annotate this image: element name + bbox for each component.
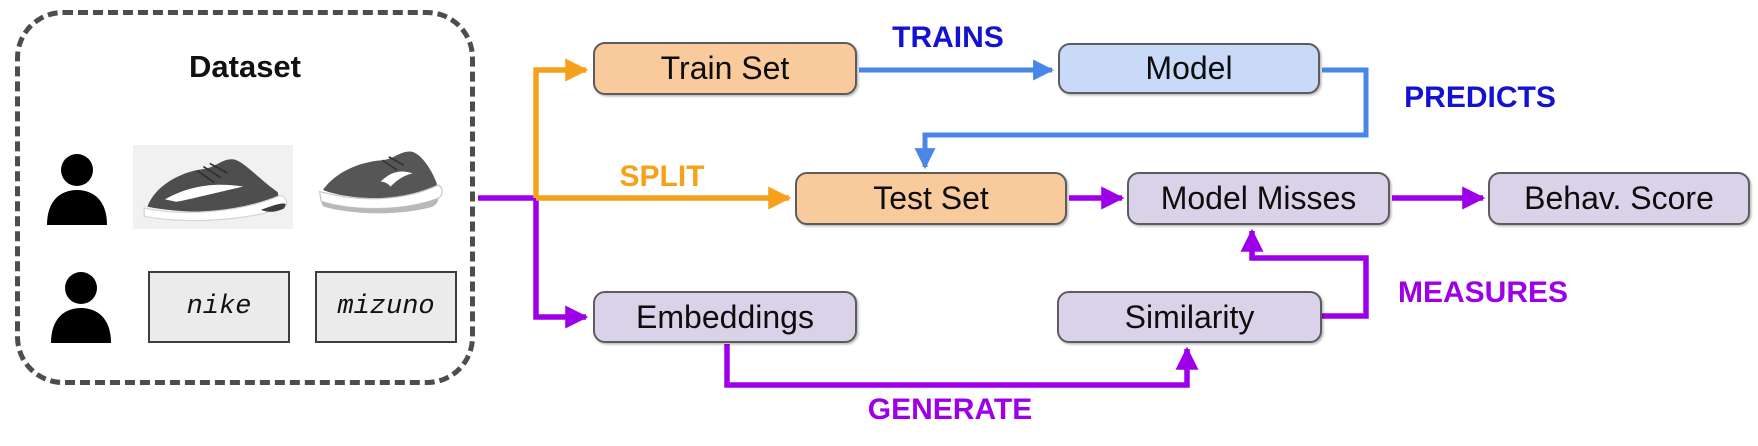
node-embeddings: Embeddings: [593, 291, 857, 343]
node-similarity-label: Similarity: [1124, 298, 1255, 335]
edge-label-trains: TRAINS: [892, 21, 1004, 54]
edge-dataset-embeddings: [478, 195, 589, 329]
node-model: Model: [1058, 43, 1320, 94]
mizuno-label: mizuno: [337, 292, 435, 322]
person-icon: [47, 154, 107, 225]
node-embeddings-label: Embeddings: [636, 298, 814, 335]
node-model-label: Model: [1145, 50, 1233, 86]
node-train-set-label: Train Set: [660, 50, 790, 86]
node-train-set: Train Set: [593, 42, 857, 95]
edge-generate: [724, 344, 1199, 388]
edge-split-train: [533, 58, 589, 198]
edge-label-measures: MEASURES: [1397, 276, 1569, 309]
nike-label: nike: [186, 292, 252, 322]
nike-shoe-image: [133, 145, 293, 229]
node-model-misses-label: Model Misses: [1160, 180, 1357, 216]
node-similarity: Similarity: [1057, 291, 1322, 343]
nike-label-box: nike: [148, 271, 290, 343]
node-test-set: Test Set: [795, 172, 1067, 225]
edge-label-split: SPLIT: [619, 160, 705, 193]
dataset-title: Dataset: [189, 49, 301, 84]
edge-label-generate: GENERATE: [867, 393, 1033, 426]
edge-label-predicts: PREDICTS: [1404, 81, 1556, 114]
node-test-set-label: Test Set: [873, 180, 989, 216]
dataset-panel: Dataset nike: [15, 10, 475, 385]
node-behav-score: Behav. Score: [1488, 172, 1750, 225]
node-model-misses: Model Misses: [1127, 172, 1390, 225]
edge-measures: [1240, 228, 1369, 319]
edge-predicts: [914, 67, 1369, 170]
person-icon: [51, 272, 111, 343]
mizuno-label-box: mizuno: [315, 271, 457, 343]
node-behav-score-label: Behav. Score: [1524, 180, 1714, 216]
mizuno-shoe-image: [313, 136, 445, 224]
